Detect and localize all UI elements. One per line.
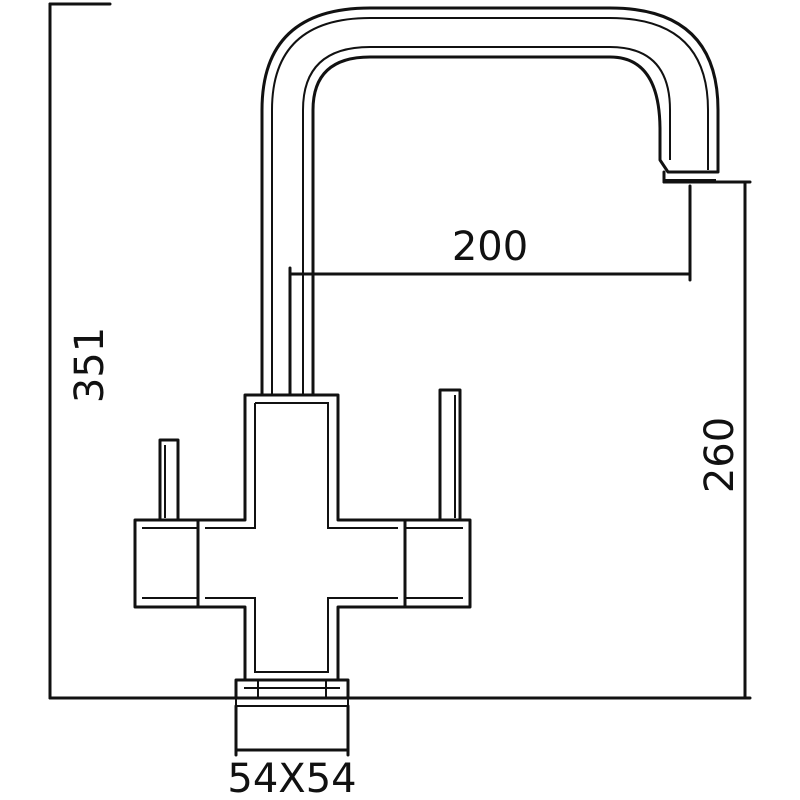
spout-reach-dimension: 200: [288, 184, 692, 397]
spout-height-label: 260: [697, 417, 743, 493]
faucet-base: [234, 678, 350, 707]
faucet-spout: [260, 6, 720, 397]
base-size-label: 54X54: [227, 756, 356, 800]
faucet-body: [196, 393, 407, 682]
right-handle: [403, 388, 472, 609]
left-handle: [133, 438, 200, 609]
spout-reach-label: 200: [452, 224, 528, 270]
spout-height-dimension: 260: [688, 180, 752, 700]
base-size-dimension: 54X54: [227, 704, 357, 800]
total-height-label: 351: [67, 327, 113, 403]
total-height-dimension: 351: [48, 2, 752, 700]
